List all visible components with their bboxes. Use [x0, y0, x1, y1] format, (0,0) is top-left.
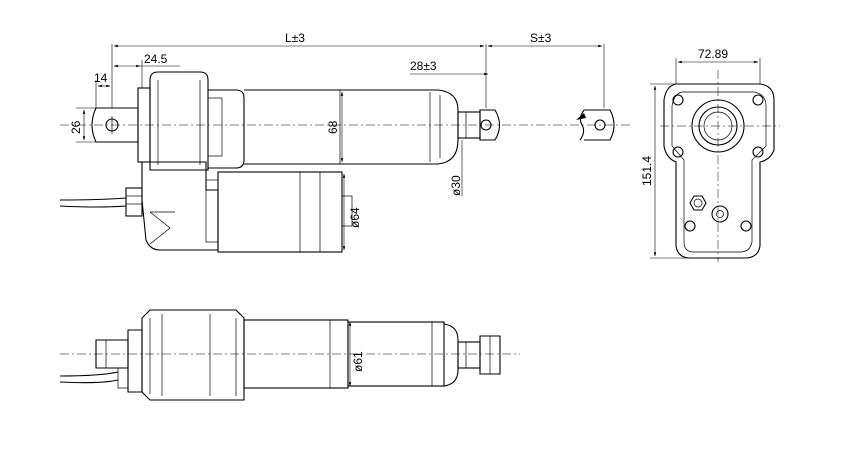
- power-cable: [59, 187, 143, 217]
- dim-clevis-offset: 24.5: [144, 52, 168, 66]
- dim-tube-diameter: ø61: [351, 351, 365, 372]
- rear-clevis: [91, 107, 139, 143]
- plan-view: ø61: [59, 309, 520, 401]
- plan-housing: [141, 309, 245, 401]
- gearbox-outline: [663, 83, 775, 259]
- dim-rod-end-offset: 28±3: [410, 59, 437, 73]
- motor: [141, 161, 353, 253]
- outer-tube: [244, 89, 459, 165]
- side-view: L±3 S±3 24.5 14 26 28±3 68 ø30 ø64: [59, 31, 630, 253]
- extended-rod-end: [584, 109, 615, 141]
- dim-motor-diameter: ø64: [348, 207, 362, 228]
- dim-clevis-width: 14: [94, 71, 108, 85]
- rod-end-clevis: [479, 109, 501, 141]
- dim-stroke-length: L±3: [285, 31, 305, 45]
- dim-gearbox-width: 72.89: [698, 47, 728, 61]
- dim-housing-height: 68: [326, 120, 340, 134]
- dim-gearbox-height: 151.4: [640, 156, 654, 186]
- end-view: 72.89 151.4: [640, 47, 780, 262]
- dim-rod-diameter: ø30: [449, 175, 463, 196]
- gear-housing: [137, 71, 245, 171]
- dim-clevis-height: 26: [69, 120, 83, 134]
- dim-extension: S±3: [530, 31, 552, 45]
